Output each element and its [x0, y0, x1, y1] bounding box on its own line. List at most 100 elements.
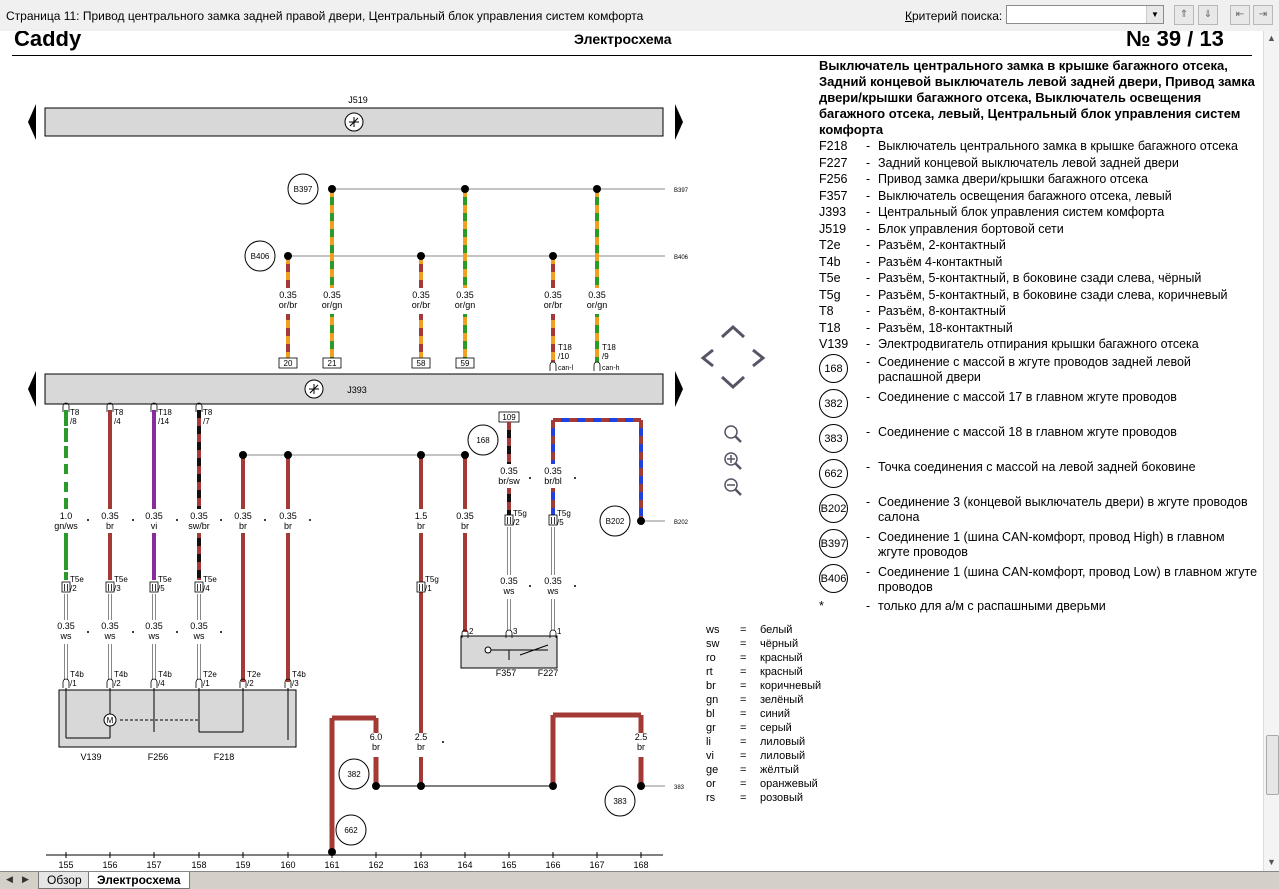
label-line: 0.35: [456, 290, 474, 300]
ground-circle: [599, 505, 631, 537]
label-line: T5e: [70, 575, 84, 584]
asterisk-mark: [87, 519, 89, 521]
chevron-down-icon[interactable]: ▼: [1146, 6, 1163, 23]
label-line: B406: [674, 255, 689, 261]
scroll-down-icon[interactable]: ▼: [1267, 857, 1276, 867]
search-next-icon[interactable]: ⇓: [1198, 5, 1218, 25]
tab-prev-icon[interactable]: ◀: [6, 874, 13, 884]
label-line: 166: [545, 860, 560, 870]
search-label: Критерий поиска:: [905, 9, 1002, 23]
legend-text: Соединение с массой 17 в главном жгуте п…: [878, 389, 1177, 404]
wire-label-gap: [411, 509, 431, 533]
label-line: /1: [203, 679, 210, 688]
label-line: V139: [80, 752, 101, 762]
connector-pin: [548, 514, 558, 526]
label-line: /2: [247, 679, 254, 688]
junction-dot: [417, 782, 425, 790]
vertical-scrollbar[interactable]: ▲ ▼: [1263, 31, 1279, 871]
zoom-in-icon[interactable]: [724, 452, 742, 470]
legend-item: F218 - Выключатель центрального замка в …: [819, 139, 1259, 155]
zoom-fit-icon[interactable]: [724, 425, 742, 443]
label-line: 163: [413, 860, 428, 870]
wire-label-gap: [499, 575, 519, 599]
label-line: br: [284, 521, 292, 531]
wire-label-gap: [100, 509, 120, 533]
label-line: 0.35: [234, 511, 252, 521]
ground-symbol: B406: [819, 563, 848, 593]
nav-left-icon[interactable]: [700, 348, 714, 368]
connector-pin: [239, 678, 247, 688]
equals-sign: =: [740, 694, 747, 706]
color-key-row: rs = розовый: [706, 791, 826, 805]
label-line: 160: [280, 860, 295, 870]
label-line: 164: [457, 860, 472, 870]
label-line: ws: [148, 631, 160, 641]
wire-label-gap: [457, 288, 473, 314]
legend-code: T4b: [819, 254, 841, 269]
color-name: красный: [760, 652, 803, 664]
search-combobox[interactable]: ▼: [1006, 5, 1164, 24]
nav-down-icon[interactable]: [720, 375, 746, 390]
tab-next-icon[interactable]: ▶: [22, 874, 29, 884]
connector-label: T4b/2: [114, 670, 128, 688]
connector-pin: [549, 361, 557, 371]
zoom-out-icon[interactable]: [724, 478, 742, 496]
scroll-thumb[interactable]: [1266, 735, 1279, 795]
label-line: B202: [674, 520, 689, 526]
label-line: /2: [513, 518, 520, 527]
label-line: /2: [70, 584, 77, 593]
tab-overview[interactable]: Обзор: [38, 872, 91, 889]
label-line: T2e: [247, 670, 261, 679]
column-number: 159: [235, 860, 250, 870]
legend-text: Электродвигатель отпирания крышки багажн…: [878, 337, 1199, 351]
equals-sign: =: [740, 722, 747, 734]
asterisk-mark: [132, 631, 134, 633]
label-line: 20: [284, 359, 293, 368]
tab-overview-label: Обзор: [47, 873, 82, 887]
junction-dot: [549, 782, 557, 790]
nav-right-icon[interactable]: [752, 348, 766, 368]
nav-up-icon[interactable]: [720, 324, 746, 339]
search-label-accel: К: [905, 9, 912, 23]
label-line: /5: [557, 518, 564, 527]
color-key-row: or = оранжевый: [706, 777, 826, 791]
page-back-icon[interactable]: ⇤: [1230, 5, 1250, 25]
j519-label: J519: [348, 95, 368, 105]
component-label: F218: [214, 752, 235, 762]
color-key-row: br = коричневый: [706, 679, 826, 693]
header-rule: [12, 55, 1252, 56]
label-line: /9: [602, 352, 609, 361]
tab-schematic[interactable]: Электросхема: [88, 872, 190, 889]
page-forward-icon[interactable]: ⇥: [1253, 5, 1273, 25]
wire-label-gap: [631, 733, 651, 757]
label-line: 0.35: [323, 290, 341, 300]
column-number: 166: [545, 860, 560, 870]
legend-dash: -: [866, 304, 871, 318]
legend-text: Соединение с массой в жгуте проводов зад…: [878, 354, 1191, 385]
label-line: sw/br: [188, 521, 210, 531]
ground-symbol: 662: [819, 458, 848, 488]
scroll-up-icon[interactable]: ▲: [1267, 33, 1276, 43]
legend-note: * - только для а/м с распашными дверьми: [819, 599, 1259, 615]
label-line: 1.0: [60, 511, 73, 521]
magnifier-handle: [734, 462, 742, 470]
terminal-box: [278, 357, 298, 369]
label-line: 168: [476, 436, 490, 445]
column-number: 167: [589, 860, 604, 870]
label-line: /4: [114, 417, 121, 426]
label-line: T5e: [203, 575, 217, 584]
wire-label-gap: [56, 620, 76, 644]
connector-pin: [62, 402, 70, 412]
legend-ground-item: 382 - Соединение с массой 17 в главном ж…: [819, 388, 1259, 423]
ground-circle: [244, 240, 276, 272]
connector-pin: [150, 678, 158, 688]
sheet-tab-bar: ◀ ▶ Обзор Электросхема: [0, 871, 1279, 889]
label-line: ws: [547, 586, 559, 596]
terminal-label: 20: [284, 359, 293, 368]
ground-circle-label: B397: [294, 185, 313, 194]
search-prev-icon[interactable]: ⇑: [1174, 5, 1194, 25]
junction-dot: [637, 782, 645, 790]
